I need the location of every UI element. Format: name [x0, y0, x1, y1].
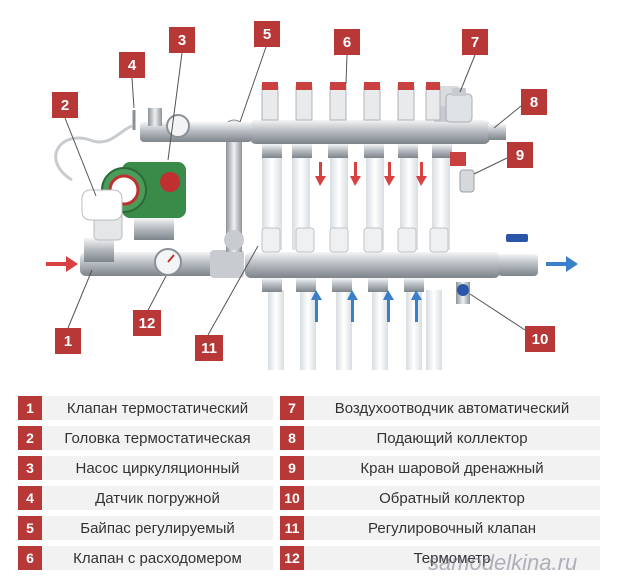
legend-number: 9 [280, 456, 304, 480]
legend-number: 6 [18, 546, 42, 570]
legend-number: 3 [18, 456, 42, 480]
legend-number: 11 [280, 516, 304, 540]
legend-item: 12 Термометр [280, 546, 600, 570]
legend-label: Клапан с расходомером [73, 549, 242, 567]
callout-6: 6 [334, 29, 360, 55]
outlet-pipes [262, 150, 450, 370]
legend-number: 2 [18, 426, 42, 450]
legend-item: 11 Регулировочный клапан [280, 516, 600, 540]
legend-label: Термометр [413, 549, 491, 567]
legend-number: 5 [18, 516, 42, 540]
callout-7: 7 [462, 29, 488, 55]
legend-label: Кран шаровой дренажный [360, 459, 544, 477]
legend-number: 7 [280, 396, 304, 420]
callout-10: 10 [525, 326, 555, 352]
return-manifold [245, 234, 538, 304]
flow-arrows [46, 162, 578, 322]
leader-lines [64, 46, 526, 336]
legend-label: Байпас регулируемый [80, 519, 235, 537]
callout-5: 5 [254, 21, 280, 47]
legend-label: Обратный коллектор [379, 489, 525, 507]
legend-label: Воздухоотводчик автоматический [334, 399, 570, 417]
legend-label: Насос циркуляционный [75, 459, 240, 477]
legend-number: 4 [18, 486, 42, 510]
callout-9: 9 [507, 142, 533, 168]
watermark: samodelkina.ru [428, 550, 578, 575]
legend-label: Головка термостатическая [64, 429, 251, 447]
callout-8: 8 [521, 89, 547, 115]
legend-number: 1 [18, 396, 42, 420]
regulating-valves [261, 227, 449, 253]
manifold-diagram [46, 46, 578, 370]
callout-1: 1 [55, 328, 81, 354]
supply-feed [140, 108, 252, 142]
legend-item: 5 Байпас регулируемый [18, 516, 273, 540]
legend-number: 8 [280, 426, 304, 450]
legend-item: 7 Воздухоотводчик автоматический [280, 396, 600, 420]
legend-item: 1 Клапан термостатический [18, 396, 273, 420]
legend-label: Подающий коллектор [376, 429, 528, 447]
thermostatic-head [54, 110, 136, 221]
callout-2: 2 [52, 92, 78, 118]
legend-item: 3 Насос циркуляционный [18, 456, 273, 480]
drain-valve [450, 152, 475, 193]
legend-label: Клапан термостатический [66, 399, 249, 417]
callout-11: 11 [195, 335, 223, 361]
callout-4: 4 [119, 52, 145, 78]
legend-item: 10 Обратный коллектор [280, 486, 600, 510]
return-fittings [262, 278, 424, 292]
legend-item: 8 Подающий коллектор [280, 426, 600, 450]
air-vent [445, 88, 473, 123]
callout-3: 3 [169, 27, 195, 53]
legend-item: 4 Датчик погружной [18, 486, 273, 510]
legend-item: 9 Кран шаровой дренажный [280, 456, 600, 480]
flowmeters [261, 82, 441, 121]
circulation-pump [101, 162, 186, 240]
legend-label: Датчик погружной [95, 489, 220, 507]
supply-fittings [262, 144, 452, 158]
legend-number: 12 [280, 546, 304, 570]
legend-item: 6 Клапан с расходомером [18, 546, 273, 570]
callout-12: 12 [133, 310, 161, 336]
legend-label: Регулировочный клапан [368, 519, 536, 537]
legend-number: 10 [280, 486, 304, 510]
legend-item: 2 Головка термостатическая [18, 426, 273, 450]
